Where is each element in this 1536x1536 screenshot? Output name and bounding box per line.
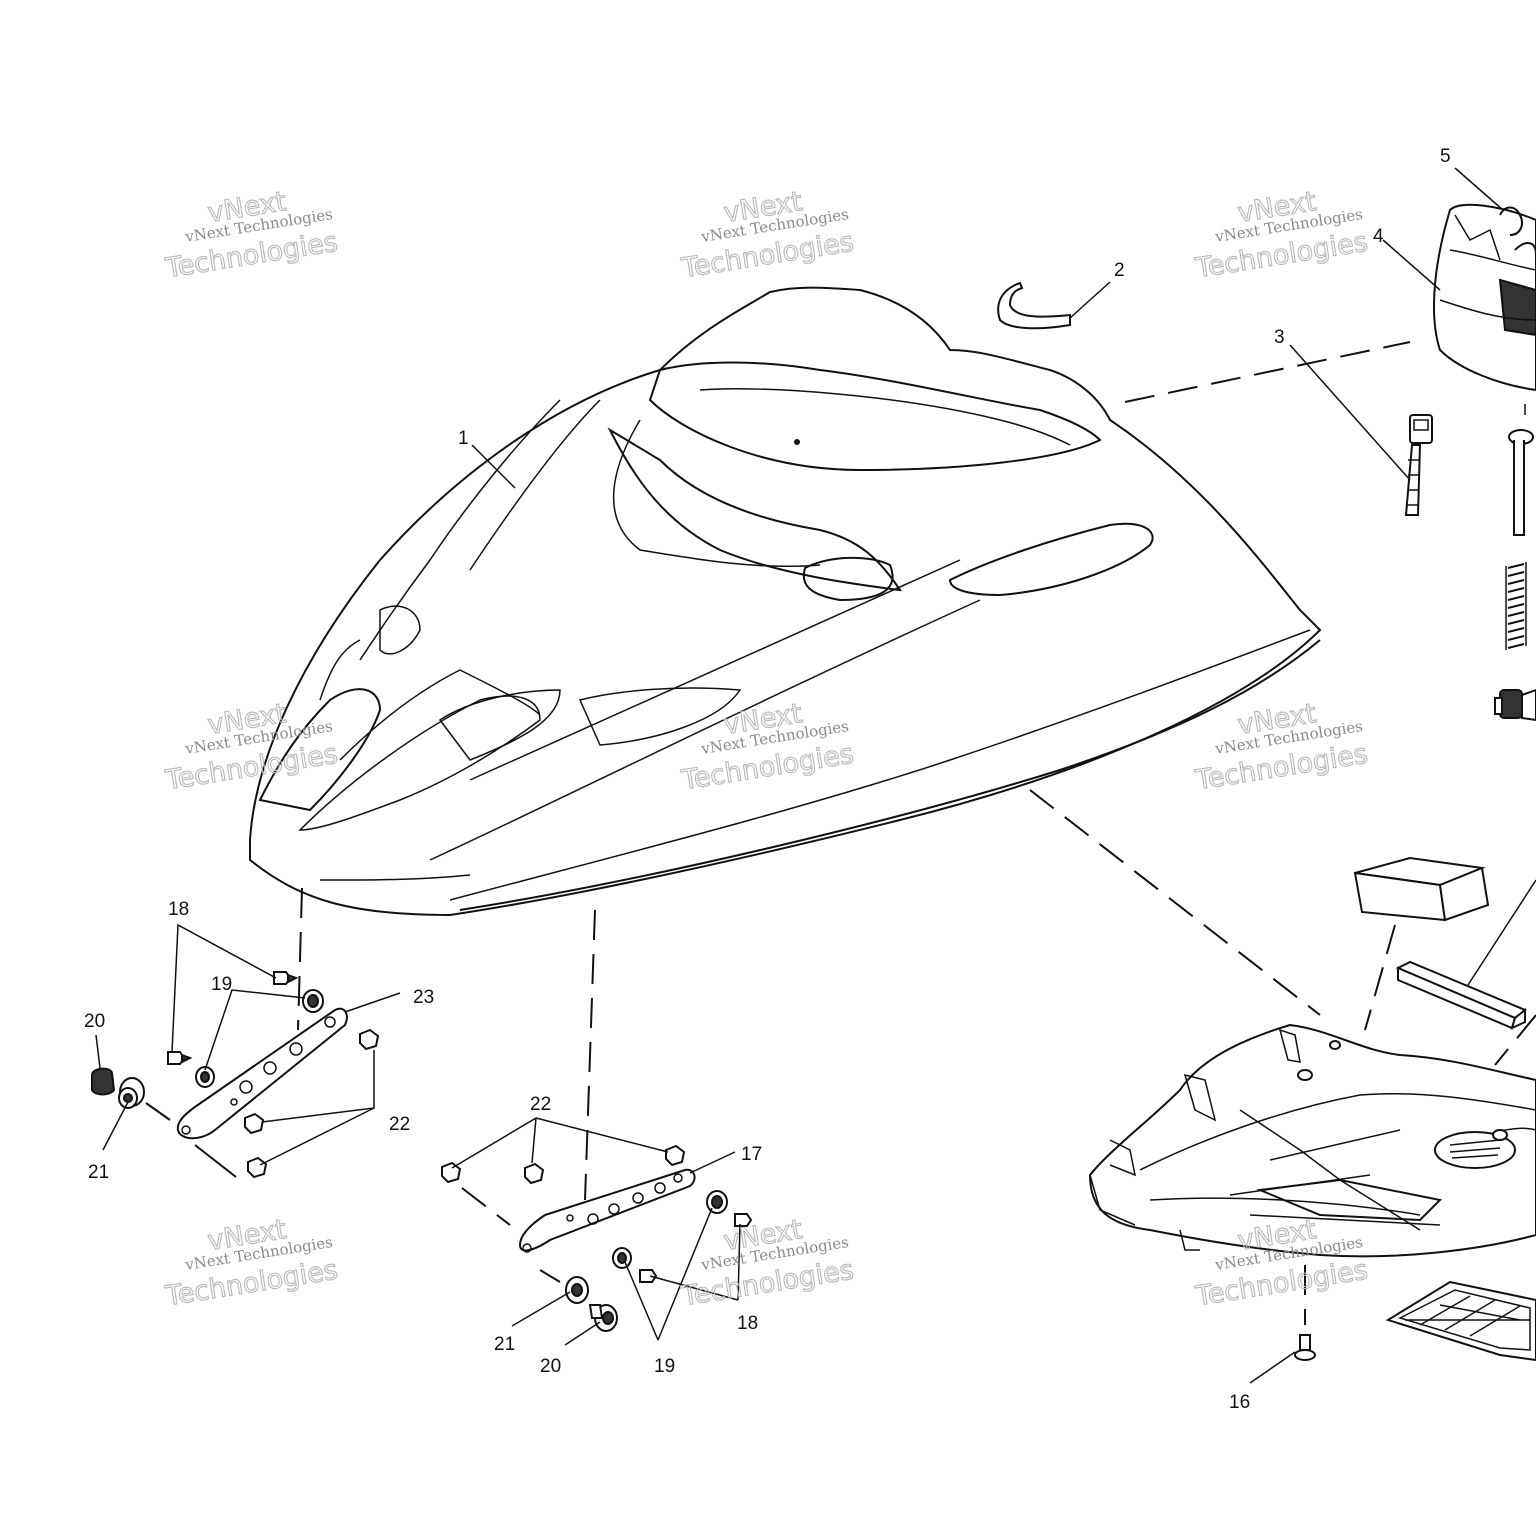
watermark: vNext Technologies vNext Technologies bbox=[678, 186, 856, 285]
bracket-part-17 bbox=[518, 1151, 736, 1253]
callout-18-left: 18 bbox=[168, 899, 189, 920]
callout-1: 1 bbox=[458, 428, 469, 449]
callout-labels: 1 2 3 4 5 16 17 18 18 19 19 20 20 21 21 … bbox=[84, 146, 1451, 1413]
callout-5: 5 bbox=[1440, 146, 1451, 167]
cup-part-4 bbox=[1382, 203, 1536, 392]
callout-19-right: 19 bbox=[654, 1356, 675, 1377]
callout-21-right: 21 bbox=[494, 1334, 515, 1355]
watermark: vNext Technologies vNext Technologies bbox=[1192, 698, 1370, 797]
left-hardware bbox=[91, 971, 380, 1179]
callout-22-center: 22 bbox=[530, 1094, 551, 1115]
tray-part bbox=[1088, 1023, 1536, 1258]
watermark: vNext Technologies vNext Technologies bbox=[162, 186, 340, 285]
grille-part bbox=[1385, 1280, 1536, 1362]
watermark: vNext Technologies vNext Technologies bbox=[1192, 186, 1370, 285]
bracket-part-23 bbox=[176, 992, 401, 1140]
callout-2: 2 bbox=[1114, 260, 1125, 281]
trim-strip-part-2 bbox=[997, 281, 1111, 330]
callout-22-right: 22 bbox=[389, 1114, 410, 1135]
spring bbox=[1505, 562, 1527, 650]
hood-part-1 bbox=[249, 286, 1322, 917]
callout-20-left: 20 bbox=[84, 1011, 105, 1032]
callout-20-right: 20 bbox=[540, 1356, 561, 1377]
bolt-part-16 bbox=[1249, 1265, 1316, 1384]
callout-4: 4 bbox=[1373, 226, 1384, 247]
callout-3: 3 bbox=[1274, 327, 1285, 348]
center-hardware bbox=[441, 1144, 753, 1332]
foam-strip bbox=[1395, 960, 1527, 1030]
callout-19-left: 19 bbox=[211, 974, 232, 995]
leader-lines bbox=[95, 444, 741, 1346]
callout-18-right: 18 bbox=[737, 1313, 758, 1334]
sensor-cable-part-3 bbox=[1289, 344, 1433, 516]
callout-16: 16 bbox=[1229, 1392, 1250, 1413]
callout-23: 23 bbox=[413, 987, 434, 1008]
callout-17: 17 bbox=[741, 1144, 762, 1165]
watermark: vNext Technologies vNext Technologies bbox=[162, 698, 340, 797]
watermark: vNext Technologies vNext Technologies bbox=[162, 1214, 340, 1313]
pin-spring-assembly bbox=[1494, 404, 1536, 722]
callout-21-left: 21 bbox=[88, 1162, 109, 1183]
watermark: vNext Technologies vNext Technologies bbox=[678, 1214, 856, 1313]
foam-block bbox=[1353, 856, 1490, 922]
knob bbox=[1494, 688, 1536, 722]
